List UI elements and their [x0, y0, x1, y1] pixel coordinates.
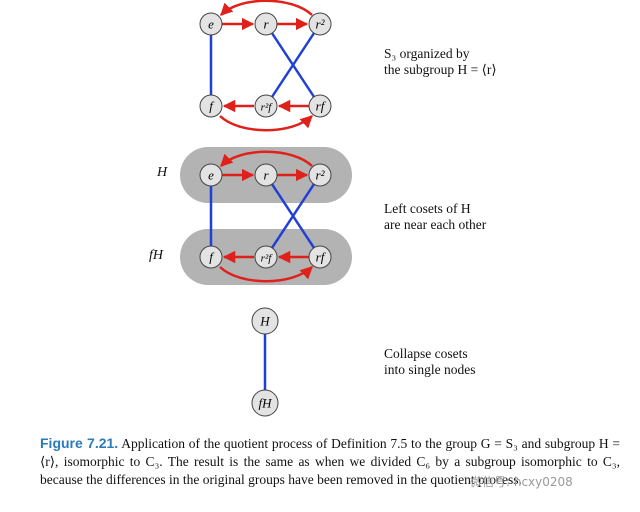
coset-node-r2f: r²f [254, 245, 278, 269]
note-middle-line2: are near each other [384, 217, 487, 232]
coset-label-H: H [157, 165, 168, 180]
coset-node-r2: r² [308, 163, 332, 187]
note-middle: Left cosets of H are near each other [384, 201, 486, 233]
node-r-label: r [263, 17, 269, 32]
coset-node-r2-label: r² [316, 168, 326, 183]
red-arrow-r2-e-coset [220, 150, 313, 167]
coset-node-e: e [199, 163, 223, 187]
figure-number: Figure 7.21. [40, 435, 119, 451]
quotient-node-H: H [251, 307, 279, 335]
quotient-cayley-diagram: H fH [251, 307, 279, 417]
watermark: 微信号: hcxy0208 [470, 475, 573, 489]
node-e-label: e [208, 17, 214, 32]
coset-node-r: r [254, 163, 278, 187]
figure-caption: Figure 7.21. Application of the quotient… [40, 434, 620, 489]
node-r2: r² [308, 12, 332, 36]
coset-node-e-label: e [208, 168, 214, 183]
coset-node-rf-label: rf [316, 250, 327, 265]
node-e: e [199, 12, 223, 36]
coset-node-rf: rf [308, 245, 332, 269]
coset-node-r-label: r [263, 168, 269, 183]
node-r2f-label: r²f [261, 102, 274, 114]
red-arrow-f-rf [219, 115, 313, 132]
note-bottom-line1: Collapse cosets [384, 346, 468, 361]
note-top-line1: S₃ organized by [384, 46, 470, 61]
node-f: f [199, 94, 223, 118]
note-bottom-line2: into single nodes [384, 362, 476, 377]
top-cayley-diagram: e r r² f r²f rf [199, 0, 332, 132]
blue-edge-r2-r2f-coset [264, 174, 322, 258]
node-r2f: r²f [254, 94, 278, 118]
blue-edge-r2-r2f [264, 23, 322, 107]
coset-node-r2f-label: r²f [261, 253, 274, 265]
note-top-line2: the subgroup H = ⟨r⟩ [384, 62, 497, 77]
coset-label-fH: fH [149, 248, 163, 263]
caption-text: Application of the quotient process of D… [40, 436, 620, 487]
note-top: S₃ organized by the subgroup H = ⟨r⟩ [384, 46, 497, 78]
node-r: r [254, 12, 278, 36]
coset-diagram: e r r² f r²f rf [180, 147, 352, 285]
node-rf-label: rf [316, 99, 327, 114]
coset-node-f: f [199, 245, 223, 269]
quotient-node-fH-label: fH [259, 396, 273, 411]
red-arrow-r2-e [220, 0, 313, 16]
note-bottom: Collapse cosets into single nodes [384, 346, 476, 378]
node-rf: rf [308, 94, 332, 118]
coset-node-f-label: f [209, 250, 215, 265]
node-r2-label: r² [316, 17, 326, 32]
quotient-node-fH: fH [251, 389, 279, 417]
node-f-label: f [209, 99, 215, 114]
quotient-node-H-label: H [259, 314, 270, 329]
red-arrow-f-rf-coset [219, 266, 313, 283]
note-middle-line1: Left cosets of H [384, 201, 471, 216]
